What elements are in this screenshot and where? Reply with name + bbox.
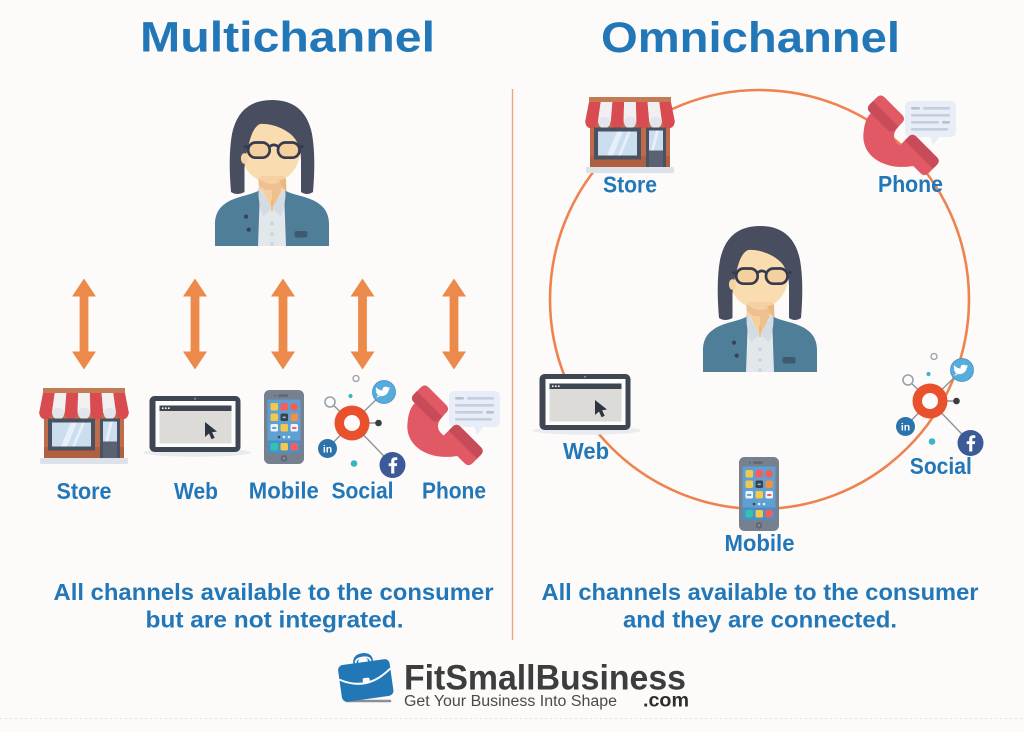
- svg-text:Social: Social: [332, 478, 394, 504]
- svg-text:Omnichannel: Omnichannel: [601, 14, 900, 62]
- svg-text:but are not integrated.: but are not integrated.: [146, 607, 404, 633]
- svg-text:Get Your Business Into Shape: Get Your Business Into Shape: [404, 693, 617, 710]
- svg-text:Social: Social: [910, 453, 972, 479]
- svg-text:Multichannel: Multichannel: [140, 14, 435, 62]
- svg-text:Web: Web: [563, 438, 609, 464]
- svg-text:Store: Store: [57, 478, 112, 504]
- svg-text:All channels available to the: All channels available to the consumer: [542, 579, 979, 605]
- svg-text:Mobile: Mobile: [725, 530, 795, 556]
- svg-text:Phone: Phone: [878, 171, 943, 197]
- svg-text:Web: Web: [174, 478, 218, 504]
- svg-text:.com: .com: [643, 691, 689, 712]
- svg-text:Phone: Phone: [422, 478, 486, 504]
- svg-text:Mobile: Mobile: [249, 478, 319, 504]
- svg-text:FitSmallBusiness: FitSmallBusiness: [404, 658, 686, 698]
- svg-text:All channels available to the: All channels available to the consumer: [54, 579, 494, 605]
- svg-text:Store: Store: [603, 172, 657, 198]
- svg-text:and they are connected.: and they are connected.: [623, 607, 897, 633]
